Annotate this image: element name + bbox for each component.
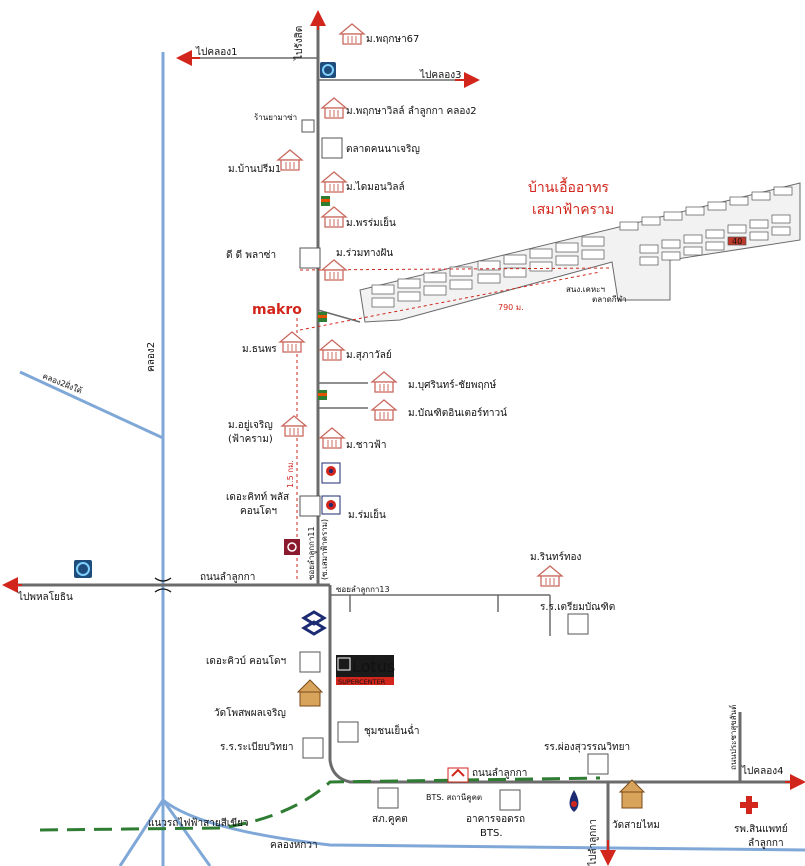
- distance-15km: 1.5 กม.: [286, 460, 295, 488]
- place-bundit: ม.บัณฑิตอินเตอร์ทาวน์: [408, 407, 507, 419]
- place-parking-sub: BTS.: [480, 828, 503, 839]
- lotus-name: Lotus: [352, 657, 395, 676]
- place-parking: อาคารจอดรถ: [466, 814, 525, 825]
- canals: [19, 52, 805, 866]
- green-line-label: แนวรถไฟฟ้าสายสีเขียว: [148, 817, 249, 829]
- distance-790: 790 ม.: [498, 303, 524, 312]
- direction-klong4: ไปคลอง4: [741, 765, 783, 777]
- temple-icon: [296, 679, 646, 809]
- building-squares: [299, 119, 609, 811]
- place-condo2: เดอะคิวบ์ คอนโดฯ: [206, 654, 286, 667]
- place-romyen: ม.ร่มเย็น: [348, 507, 386, 521]
- bank-icon: [284, 539, 300, 555]
- place-pornrom: ม.พรร่มเย็น: [346, 215, 396, 229]
- lotus-sub: SUPERCENTER: [338, 678, 386, 686]
- place-chaimon: ม.ไดมอนวิลล์: [346, 181, 405, 193]
- place-ruamthang: ม.ร่วมทางฝัน: [336, 248, 393, 259]
- road-prachasuk: ถนนประชาสุขสันต์: [728, 705, 738, 770]
- place-condo1: เดอะคิทท์ พลัส: [226, 491, 289, 503]
- place-tt-plaza: ดี ดี พลาซ่า: [226, 249, 276, 261]
- ptt-drop-icon: [569, 790, 579, 812]
- place-pharmacy: ร้านยามาซ่า: [254, 113, 297, 122]
- place-rinthong: ม.รินทร์ทอง: [530, 551, 582, 563]
- place-bts-khukhot: BTS. สถานีคูคต: [426, 793, 482, 803]
- distance-lines: [296, 267, 613, 580]
- place-hospital: รพ.สินแพทย์: [734, 823, 788, 835]
- road-klong2: คลอง2: [146, 342, 157, 372]
- station-icon: [74, 560, 92, 578]
- road-soi11: ซอยลำลูกกา11: [307, 526, 317, 580]
- road-soi11-alt: (ซ.เสมาฟ้าคราม): [320, 519, 329, 580]
- place-wat-phot: วัดโพสพผลเจริญ: [214, 706, 286, 719]
- bridge-icon: [154, 577, 172, 593]
- canal-hok-wa: คลองหกวา: [270, 840, 318, 851]
- place-makro: makro: [252, 302, 302, 318]
- roads: [12, 18, 795, 858]
- housing-project: [359, 182, 801, 323]
- direction-lamlukka-south: ไปลำลูกกา: [587, 819, 599, 866]
- direction-klong1: ไปคลอง1: [195, 46, 237, 58]
- lotus-bar: [336, 677, 394, 685]
- seven-eleven-icon: [318, 196, 330, 400]
- place-pruksa67: ม.พฤกษา67: [366, 34, 419, 45]
- road-lamlukka-west: ถนนลำลูกกา: [200, 572, 255, 583]
- place-yuchareon: ม.อยู่เจริญ: [228, 420, 273, 431]
- place-postoffice: สภ.คูคต: [372, 814, 408, 825]
- project-name-1: บ้านเอื้ออาทร: [528, 177, 609, 196]
- place-chumchon: ชุมชนเย็นฉ่ำ: [364, 723, 420, 737]
- green-line-route: [39, 776, 601, 832]
- place-school-bundit: ร.ร.เตรียมบัณฑิต: [540, 601, 615, 613]
- unit-40-label: 40: [732, 237, 742, 246]
- road-soi13: ซอยลำลูกกา13: [336, 585, 390, 595]
- station-icon: [320, 62, 336, 78]
- place-hospital-sub: ลำลูกกา: [748, 838, 784, 849]
- place-condo1-sub: คอนโดฯ: [240, 504, 277, 517]
- bts-icon: [447, 767, 469, 783]
- hospital-cross-icon: [740, 796, 758, 814]
- place-boonsirin: ม.บุศรินทร์-ชัยพฤกษ์: [408, 379, 497, 391]
- place-yuchareon-sub: (ฟ้าคราม): [228, 433, 273, 445]
- krungthai-icon: [301, 610, 327, 636]
- project-name-2: เสมาฟ้าคราม: [532, 202, 614, 218]
- place-chaofa: ม.ชาวฟ้า: [346, 439, 386, 451]
- highlight-unit: [727, 236, 747, 246]
- place-wat-saimai: วัดสายไหม: [612, 819, 660, 831]
- place-supawat: ม.สุภาวัลย์: [346, 349, 392, 361]
- direction-phahon: ไปพหลโยธิน: [17, 590, 73, 603]
- ptt-icon: [321, 462, 341, 515]
- sports-field: ตลาดกีฬา: [592, 295, 627, 304]
- direction-north: ไปรังสิต: [293, 26, 305, 61]
- place-school-pongsawan: รร.ผ่องสุวรรณวิทยา: [544, 742, 630, 753]
- place-banpreem: ม.บ้านปรีม1: [228, 163, 281, 175]
- place-pruksa-ville: ม.พฤกษาวิลล์ ลำลูกกา คลอง2: [346, 105, 477, 117]
- housing-office: สนง.เคหะฯ: [566, 285, 605, 294]
- place-thanaporn: ม.ธนพร: [242, 344, 277, 355]
- direction-klong3: ไปคลอง3: [419, 69, 461, 81]
- place-talad: ตลาดคนนาเจริญ: [346, 144, 420, 155]
- place-school-rabiab: ร.ร.ระเบียบวิทยา: [220, 741, 294, 753]
- road-lamlukka-east: ถนนลำลูกกา: [472, 768, 527, 779]
- direction-arrows: [2, 10, 805, 866]
